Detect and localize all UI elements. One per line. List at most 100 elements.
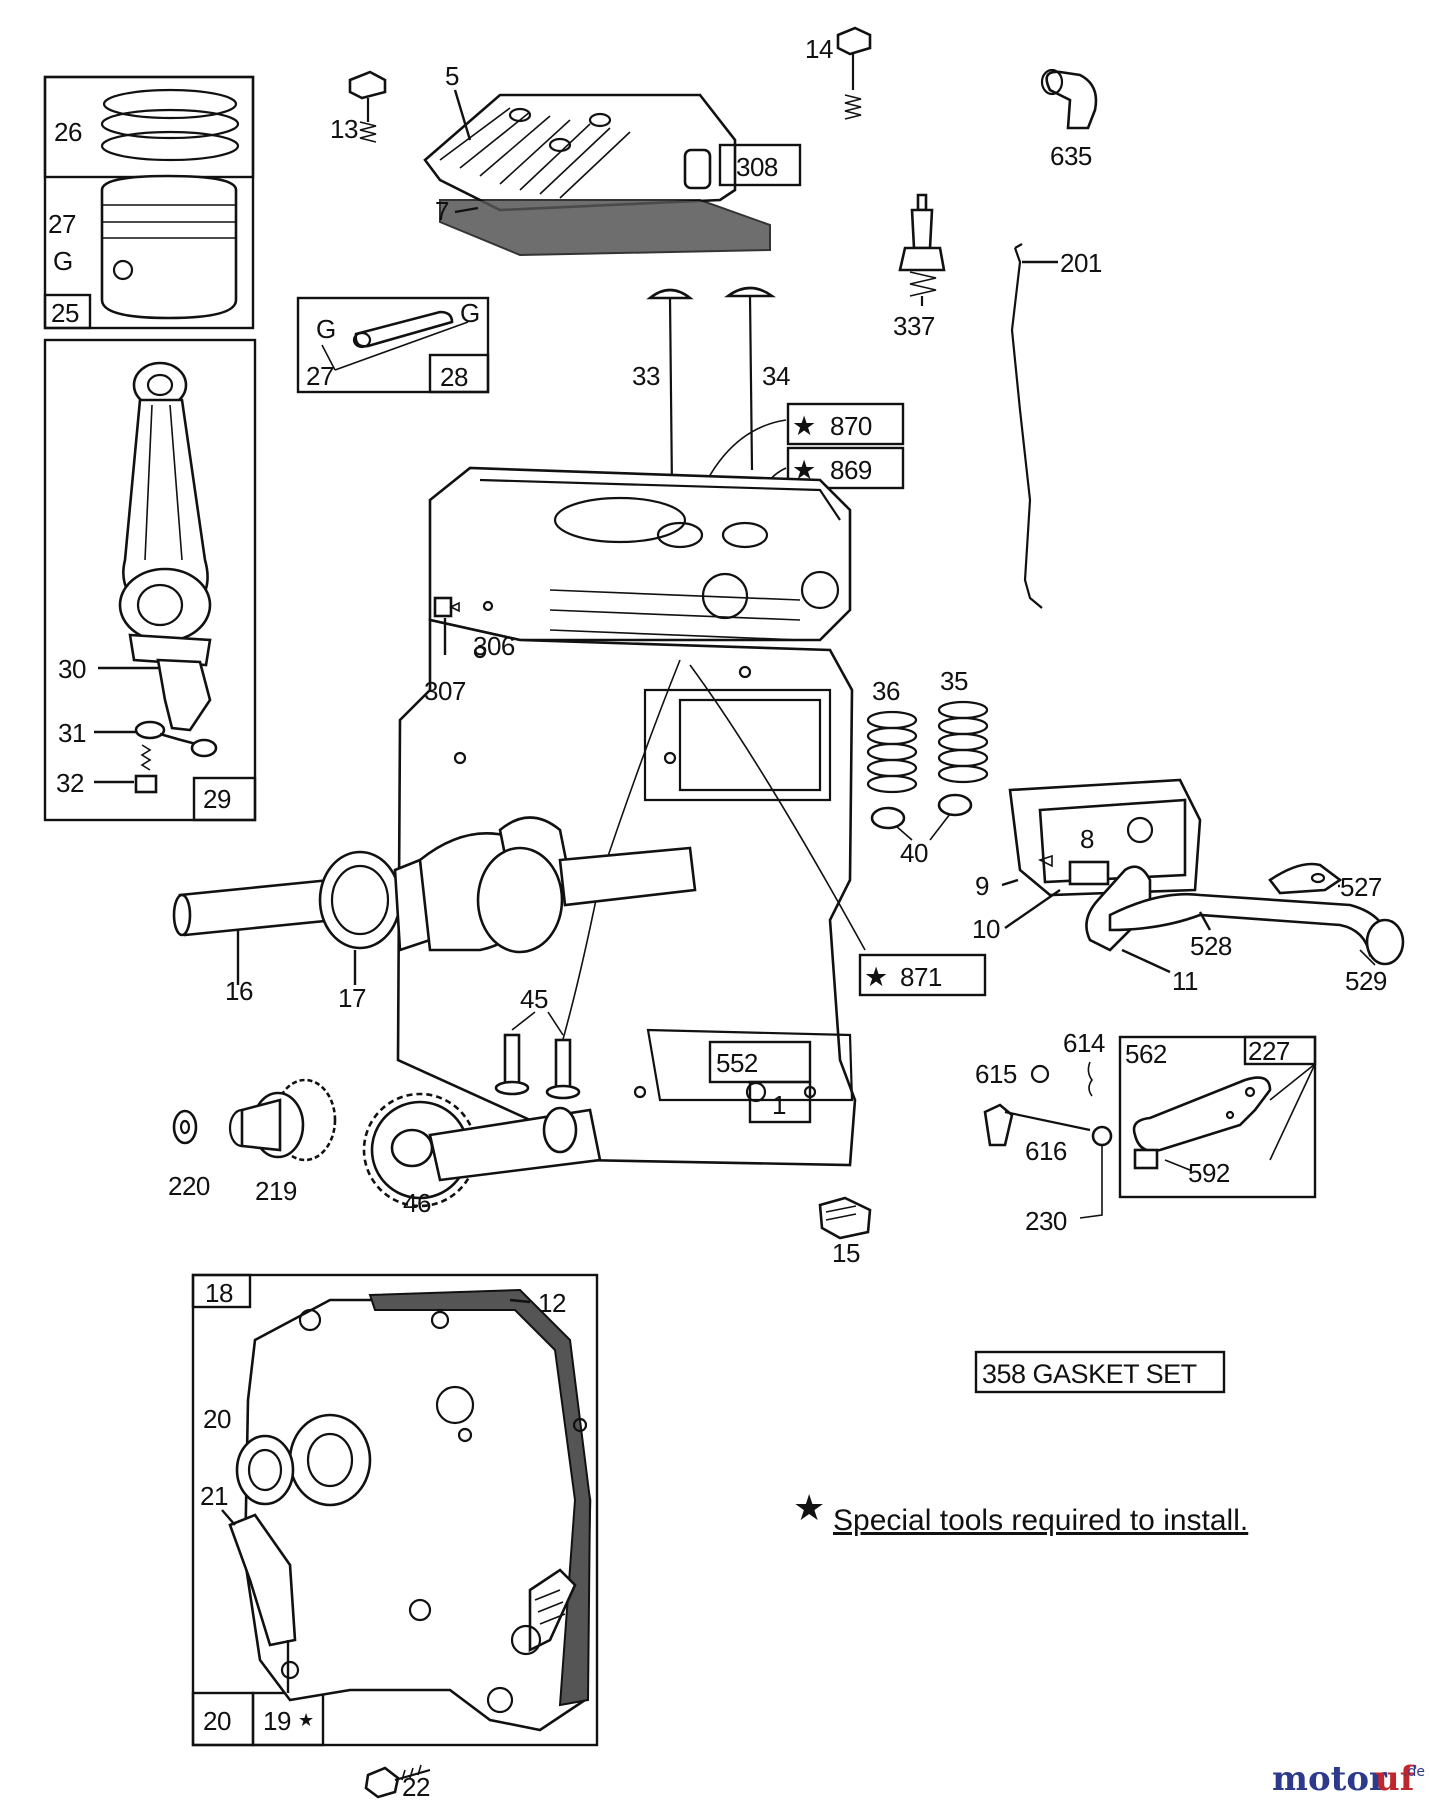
label-30: 30 bbox=[58, 654, 86, 684]
piston bbox=[100, 174, 238, 320]
governor-link bbox=[1010, 243, 1043, 609]
governor-shaft bbox=[983, 1103, 1113, 1147]
label-36: 36 bbox=[872, 676, 900, 706]
governor-lever-box: 562 227 592 bbox=[1118, 1035, 1317, 1199]
label-28: 28 bbox=[440, 362, 468, 392]
label-22: 22 bbox=[402, 1772, 430, 1800]
connecting-rod-box: 30 31 32 29 bbox=[43, 338, 257, 822]
label-615: 615 bbox=[975, 1059, 1017, 1089]
label-592: 592 bbox=[1188, 1158, 1230, 1188]
label-14: 14 bbox=[805, 34, 833, 64]
label-34: 34 bbox=[762, 361, 790, 391]
e-ring-clip bbox=[1030, 1064, 1050, 1084]
rod-bolt bbox=[134, 744, 158, 794]
label-12: 12 bbox=[538, 1288, 566, 1318]
label-227: 227 bbox=[1248, 1036, 1290, 1066]
label-19: 19 bbox=[263, 1706, 291, 1736]
star-symbol-19: ★ bbox=[298, 1710, 314, 1730]
oil-seal bbox=[235, 1434, 295, 1506]
gasket-set-label: 358 GASKET SET bbox=[982, 1359, 1197, 1389]
label-337: 337 bbox=[893, 311, 935, 341]
sump-cover bbox=[243, 1288, 592, 1732]
label-46: 46 bbox=[403, 1188, 431, 1218]
crankshaft bbox=[172, 816, 697, 954]
label-26: 26 bbox=[54, 117, 82, 147]
pin-lock-symbol-right: G bbox=[460, 298, 480, 328]
spark-plug-boot bbox=[1040, 68, 1098, 130]
piston-pin-box: G G 27 28 bbox=[296, 296, 490, 394]
label-528: 528 bbox=[1190, 931, 1232, 961]
label-32: 32 bbox=[56, 768, 84, 798]
rod-lock-plate bbox=[134, 720, 218, 758]
label-635: 635 bbox=[1050, 141, 1092, 171]
governor-gear bbox=[228, 1078, 337, 1162]
label-220: 220 bbox=[168, 1171, 210, 1201]
crankcase-breather bbox=[1008, 778, 1202, 897]
oil-fill-tube bbox=[228, 1513, 297, 1647]
tube-clamp bbox=[1268, 862, 1343, 895]
label-17: 17 bbox=[338, 983, 366, 1013]
cylinder-assembly-box: 552 1 bbox=[708, 1040, 812, 1124]
cylinder-block bbox=[396, 466, 857, 1167]
head-bolt-13 bbox=[348, 70, 387, 143]
label-20-seal: 20 bbox=[203, 1404, 231, 1434]
valve-springs bbox=[866, 700, 989, 830]
label-15: 15 bbox=[832, 1238, 860, 1268]
label-21: 21 bbox=[200, 1481, 228, 1511]
watermark-brand-1: motor bbox=[1272, 1759, 1388, 1799]
label-5: 5 bbox=[445, 61, 459, 91]
label-219: 219 bbox=[255, 1176, 297, 1206]
label-1: 1 bbox=[772, 1090, 786, 1120]
label-562: 562 bbox=[1125, 1039, 1167, 1069]
label-552: 552 bbox=[716, 1048, 758, 1078]
cylinder-head bbox=[423, 93, 802, 257]
star-symbol-note: ★ bbox=[793, 1487, 825, 1528]
label-201: 201 bbox=[1060, 248, 1102, 278]
governor-lever bbox=[1132, 1076, 1272, 1170]
label-10: 10 bbox=[972, 914, 1000, 944]
head-bolt-14 bbox=[836, 26, 872, 120]
piston-rings bbox=[100, 88, 240, 162]
label-307: 307 bbox=[424, 676, 466, 706]
camshaft-gear bbox=[362, 1092, 602, 1208]
label-7: 7 bbox=[435, 196, 449, 226]
label-230: 230 bbox=[1025, 1206, 1067, 1236]
label-614: 614 bbox=[1063, 1028, 1105, 1058]
special-tool-box-871: ★ 871 bbox=[858, 953, 987, 997]
motoruf-watermark: motor uf .de bbox=[1272, 1759, 1425, 1799]
label-871: 871 bbox=[900, 962, 942, 992]
breather-tube bbox=[1085, 865, 1405, 966]
valves bbox=[646, 286, 777, 491]
label-11: 11 bbox=[1172, 966, 1198, 996]
connecting-rod bbox=[118, 361, 212, 732]
thrust-washer bbox=[172, 1109, 198, 1145]
label-35: 35 bbox=[940, 666, 968, 696]
valve-tappets bbox=[494, 1033, 581, 1100]
label-13: 13 bbox=[330, 114, 358, 144]
special-tools-note: ★ Special tools required to install. bbox=[793, 1487, 1248, 1537]
watermark-brand-2: uf bbox=[1375, 1759, 1417, 1799]
label-40: 40 bbox=[900, 838, 928, 868]
label-20-box: 20 bbox=[203, 1706, 231, 1736]
breather-plug bbox=[433, 596, 494, 618]
label-529: 529 bbox=[1345, 966, 1387, 996]
sump-cover-box: 18 20 19 ★ 20 21 bbox=[191, 1273, 599, 1747]
label-8: 8 bbox=[1080, 824, 1094, 854]
label-870: 870 bbox=[830, 411, 872, 441]
star-symbol-870: ★ bbox=[792, 411, 816, 441]
label-27-rings: 27 bbox=[48, 209, 76, 239]
label-45: 45 bbox=[520, 984, 548, 1014]
retainer-symbol: G bbox=[53, 246, 73, 276]
label-869: 869 bbox=[830, 455, 872, 485]
label-25: 25 bbox=[51, 298, 79, 328]
label-29: 29 bbox=[203, 784, 231, 814]
label-33: 33 bbox=[632, 361, 660, 391]
label-9: 9 bbox=[975, 871, 989, 901]
label-306: 306 bbox=[473, 631, 515, 661]
label-16: 16 bbox=[225, 976, 253, 1006]
spark-plug bbox=[898, 193, 946, 306]
star-symbol-871: ★ bbox=[864, 962, 888, 992]
valve-seat-box: ★ ★ 870 869 bbox=[786, 402, 905, 490]
